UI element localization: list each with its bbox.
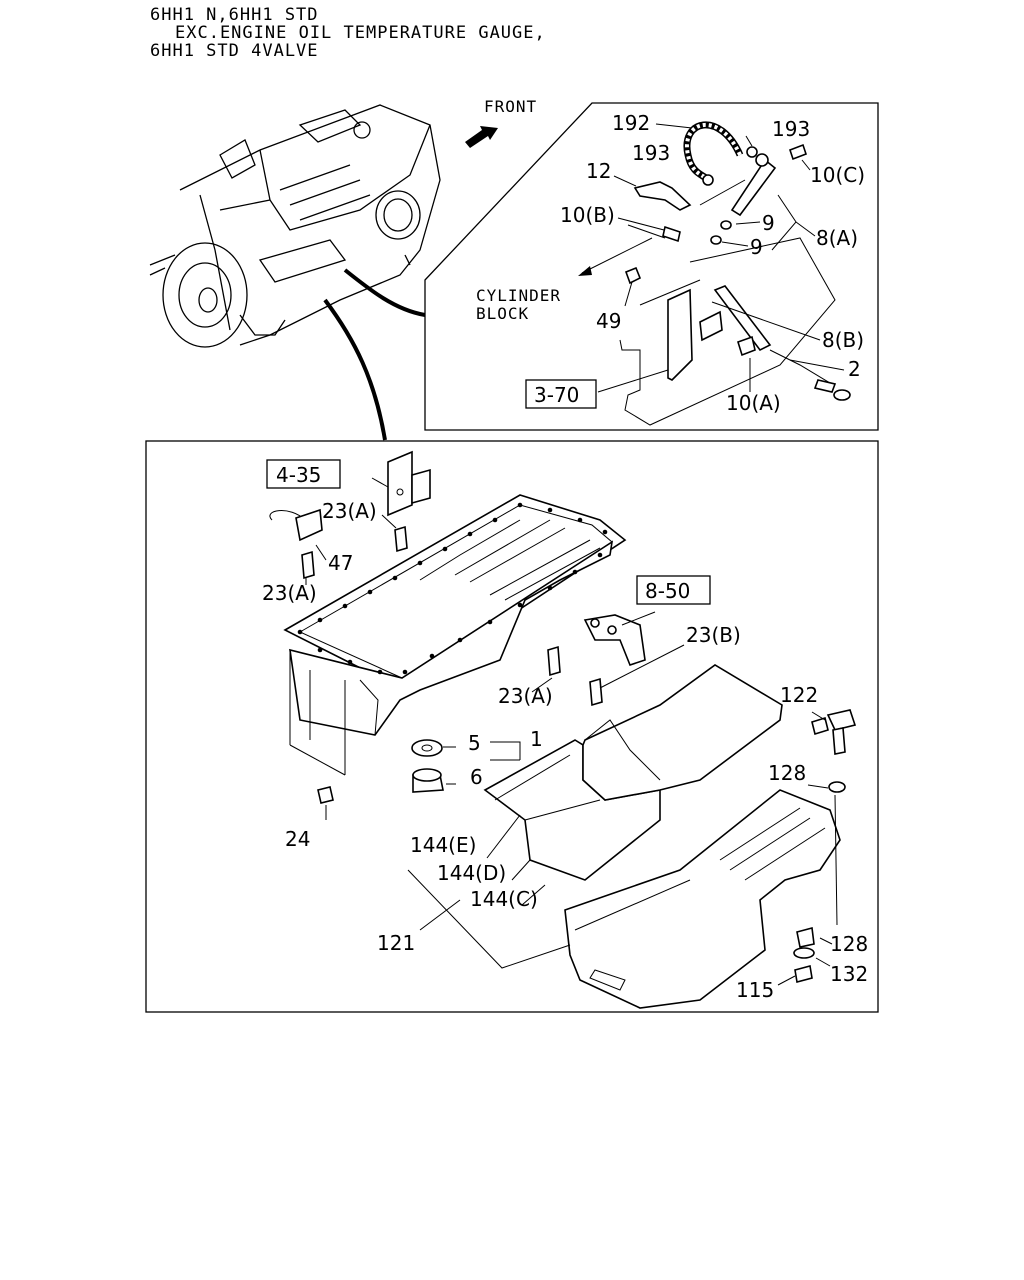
front-arrow-icon bbox=[465, 126, 498, 148]
oil-pan-assembly bbox=[266, 450, 857, 1009]
part-49-label: 49 bbox=[596, 309, 621, 333]
header-spec-line: EXC.ENGINE OIL TEMPERATURE GAUGE, bbox=[175, 23, 546, 43]
ref-8-50-label: 8-50 bbox=[645, 579, 690, 603]
engine-illustration bbox=[149, 104, 441, 441]
part-9-label-2: 9 bbox=[750, 235, 763, 259]
part-1-label: 1 bbox=[530, 727, 543, 751]
part-12-label: 12 bbox=[586, 159, 611, 183]
part-47-label: 47 bbox=[328, 551, 353, 575]
part-10a-label: 10(A) bbox=[726, 391, 781, 415]
part-8a-label: 8(A) bbox=[816, 226, 858, 250]
part-132-label: 132 bbox=[830, 962, 868, 986]
part-144c-label: 144(C) bbox=[470, 887, 538, 911]
part-23b-label: 23(B) bbox=[686, 623, 741, 647]
ref-box-4-35[interactable] bbox=[266, 459, 341, 489]
cylinder-label: CYLINDER bbox=[476, 286, 561, 305]
part-5-label: 5 bbox=[468, 731, 481, 755]
block-label: BLOCK bbox=[476, 304, 529, 323]
part-24-label: 24 bbox=[285, 827, 310, 851]
part-10c-label: 10(C) bbox=[810, 163, 865, 187]
header-valve-line: 6HH1 STD 4VALVE bbox=[150, 41, 319, 61]
part-23a-label-3: 23(A) bbox=[498, 684, 553, 708]
ref-3-70-label: 3-70 bbox=[534, 383, 579, 407]
part-2-label: 2 bbox=[848, 357, 861, 381]
part-193-label: 193 bbox=[772, 117, 810, 141]
part-193-label-2: 193 bbox=[632, 141, 670, 165]
oil-pan-panel bbox=[145, 440, 879, 1013]
part-144d-label: 144(D) bbox=[437, 861, 506, 885]
part-121-label: 121 bbox=[377, 931, 415, 955]
part-8b-label: 8(B) bbox=[822, 328, 864, 352]
part-144e-label: 144(E) bbox=[410, 833, 476, 857]
ref-box-3-70[interactable] bbox=[525, 379, 597, 409]
ref-4-35-label: 4-35 bbox=[276, 463, 321, 487]
part-10b-label: 10(B) bbox=[560, 203, 615, 227]
ref-box-8-50[interactable] bbox=[636, 575, 711, 605]
dipstick-inset-panel bbox=[424, 102, 879, 431]
part-192-label: 192 bbox=[612, 111, 650, 135]
part-6-label: 6 bbox=[470, 765, 483, 789]
part-23a-label: 23(A) bbox=[322, 499, 377, 523]
part-122-label: 122 bbox=[780, 683, 818, 707]
part-9-label: 9 bbox=[762, 211, 775, 235]
part-128-label-2: 128 bbox=[830, 932, 868, 956]
part-115-label: 115 bbox=[736, 978, 774, 1002]
part-128-label: 128 bbox=[768, 761, 806, 785]
header-model-line: 6HH1 N,6HH1 STD bbox=[150, 5, 319, 25]
part-23a-label-2: 23(A) bbox=[262, 581, 317, 605]
front-label: FRONT bbox=[484, 97, 537, 116]
